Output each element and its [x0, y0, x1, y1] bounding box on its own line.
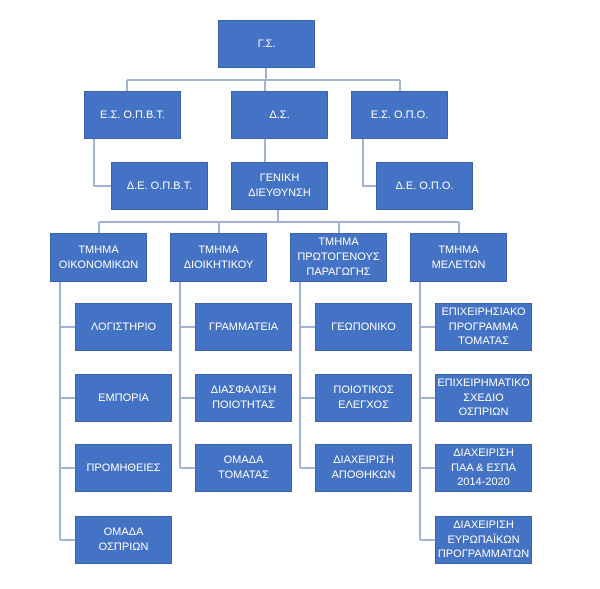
node-ds: Δ.Σ. — [231, 91, 328, 139]
node-de-opo: Δ.Ε. Ο.Π.Ο. — [376, 162, 473, 210]
node-omada-tomatas: ΟΜΑΔΑ ΤΟΜΑΤΑΣ — [195, 444, 292, 492]
node-diaxeirisi-evropaikon-programmaton: ΔΙΑΧΕΙΡΙΣΗ ΕΥΡΩΠΑΪΚΩΝ ΠΡΟΓΡΑΜΜΑΤΩΝ — [435, 516, 532, 564]
node-epixeirimatiko-sxedio-osprion: ΕΠΙΧΕΙΡΗΜΑΤΙΚΟ ΣΧΕΔΙΟ ΟΣΠΡΙΩΝ — [435, 374, 532, 422]
node-es-opo: Ε.Σ. Ο.Π.Ο. — [351, 91, 448, 139]
node-diaxeirisi-apothikon: ΔΙΑΧΕΙΡΙΣΗ ΑΠΟΘΗΚΩΝ — [315, 444, 412, 492]
node-geniki-dieuthynsi: ΓΕΝΙΚΗ ΔΙΕΥΘΥΝΣΗ — [231, 162, 328, 210]
connector-es-opo-to-de-opo — [362, 139, 376, 187]
node-de-opbt: Δ.Ε. Ο.Π.Β.Τ. — [111, 162, 208, 210]
node-tmima-protogenous: ΤΜΗΜΑ ΠΡΩΤΟΓΕΝΟΥΣ ΠΑΡΑΓΩΓΗΣ — [290, 233, 387, 282]
node-diaxeirisi-paa-espa: ΔΙΑΧΕΙΡΙΣΗ ΠΑΑ & ΕΣΠΑ 2014-2020 — [435, 444, 532, 492]
node-promitheies: ΠΡΟΜΗΘΕΙΕΣ — [75, 444, 172, 492]
node-grammateia: ΓΡΑΜΜΑΤΕΙΑ — [195, 303, 292, 351]
node-diasfalisi-poiotitas: ΔΙΑΣΦΑΛΙΣΗ ΠΟΙΟΤΗΤΑΣ — [195, 374, 292, 422]
connector-es-opbt-to-de-opbt — [93, 139, 111, 187]
node-es-opbt: Ε.Σ. Ο.Π.Β.Τ. — [84, 91, 181, 139]
node-omada-osprion: ΟΜΑΔΑ ΟΣΠΡΙΩΝ — [75, 516, 172, 564]
node-tmima-oikonomikon: ΤΜΗΜΑ ΟΙΚΟΝΟΜΙΚΩΝ — [50, 233, 147, 282]
node-gs: Γ.Σ. — [218, 20, 315, 68]
node-emporia: ΕΜΠΟΡΙΑ — [75, 374, 172, 422]
node-logistirio: ΛΟΓΙΣΤΗΡΙΟ — [75, 303, 172, 351]
node-tmima-meleton: ΤΜΗΜΑ ΜΕΛΕΤΩΝ — [410, 233, 507, 282]
node-epixeirisiako-programma-tomatas: ΕΠΙΧΕΙΡΗΣΙΑΚΟ ΠΡΟΓΡΑΜΜΑ ΤΟΜΑΤΑΣ — [435, 303, 532, 351]
node-poiotikos-elegxos: ΠΟΙΟΤΙΚΟΣ ΕΛΕΓΧΟΣ — [315, 374, 412, 422]
node-tmima-dioikitikou: ΤΜΗΜΑ ΔΙΟΙΚΗΤΙΚΟΥ — [170, 233, 267, 282]
node-geoponiko: ΓΕΩΠΟΝΙΚΟ — [315, 303, 412, 351]
